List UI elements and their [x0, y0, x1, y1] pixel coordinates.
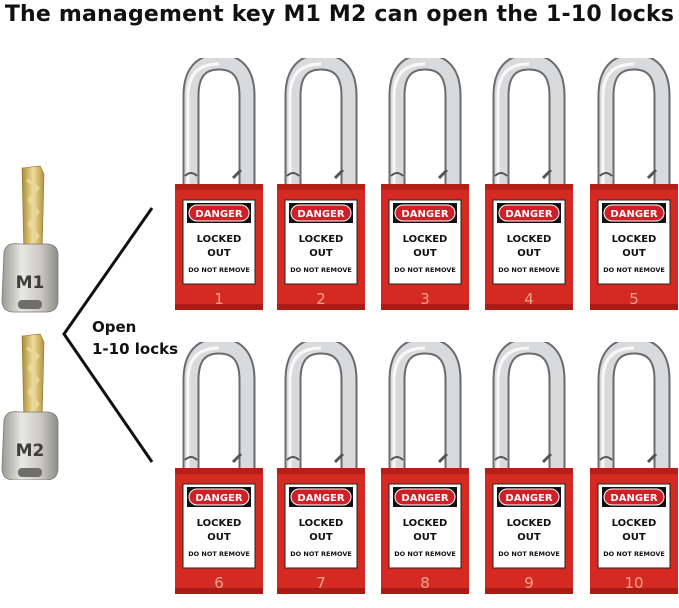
padlock-7: DANGER LOCKED OUT DO NOT REMOVE 7 [273, 342, 369, 598]
open-label-line1: Open [92, 318, 137, 336]
padlock-5: DANGER LOCKED OUT DO NOT REMOVE 5 [586, 58, 679, 314]
key-m2-label: M2 [16, 441, 45, 461]
page-title: The management key M1 M2 can open the 1-… [4, 2, 675, 27]
tag-line-do-not-remove: DO NOT REMOVE [188, 266, 250, 274]
tag-line-do-not-remove: DO NOT REMOVE [394, 266, 456, 274]
tag-line-do-not-remove: DO NOT REMOVE [498, 266, 560, 274]
key-m2 [1, 333, 59, 480]
keys-illustration: M1 M2 [1, 165, 154, 480]
danger-header: DANGER [195, 209, 242, 220]
tag-line-locked: LOCKED [299, 518, 344, 529]
padlock-3: DANGER LOCKED OUT DO NOT REMOVE 3 [377, 58, 473, 314]
tag-line-out: OUT [309, 248, 333, 259]
tag-line-do-not-remove: DO NOT REMOVE [603, 266, 665, 274]
tag-line-locked: LOCKED [197, 234, 242, 245]
tag-line-do-not-remove: DO NOT REMOVE [188, 550, 250, 558]
tag-line-do-not-remove: DO NOT REMOVE [603, 550, 665, 558]
tag-line-locked: LOCKED [299, 234, 344, 245]
tag-line-out: OUT [207, 248, 231, 259]
tag-line-out: OUT [622, 532, 646, 543]
padlock-6: DANGER LOCKED OUT DO NOT REMOVE 6 [171, 342, 267, 598]
lock-number: 5 [629, 290, 639, 308]
open-label-line2: 1-10 locks [92, 340, 179, 358]
lock-number: 8 [420, 574, 430, 592]
tag-line-locked: LOCKED [507, 234, 552, 245]
lock-number: 10 [624, 574, 643, 592]
danger-header: DANGER [297, 209, 344, 220]
tag-line-locked: LOCKED [403, 518, 448, 529]
key-m1-label: M1 [16, 273, 45, 293]
lock-number: 6 [214, 574, 224, 592]
lock-number: 2 [316, 290, 326, 308]
padlock-8: DANGER LOCKED OUT DO NOT REMOVE 8 [377, 342, 473, 598]
tag-line-locked: LOCKED [612, 234, 657, 245]
lock-number: 7 [316, 574, 326, 592]
danger-header: DANGER [195, 493, 242, 504]
key-m1 [1, 165, 59, 313]
danger-header: DANGER [610, 493, 657, 504]
tag-line-do-not-remove: DO NOT REMOVE [394, 550, 456, 558]
tag-line-do-not-remove: DO NOT REMOVE [290, 550, 352, 558]
danger-header: DANGER [505, 493, 552, 504]
lock-number: 3 [420, 290, 430, 308]
danger-header: DANGER [610, 209, 657, 220]
padlock-1: DANGER LOCKED OUT DO NOT REMOVE 1 [171, 58, 267, 314]
lock-number: 4 [524, 290, 534, 308]
tag-line-out: OUT [413, 248, 437, 259]
tag-line-locked: LOCKED [507, 518, 552, 529]
tag-line-locked: LOCKED [403, 234, 448, 245]
padlock-9: DANGER LOCKED OUT DO NOT REMOVE 9 [481, 342, 577, 598]
open-label: Open 1-10 locks [92, 316, 178, 360]
tag-line-locked: LOCKED [197, 518, 242, 529]
bracket-lines [62, 207, 154, 463]
tag-line-do-not-remove: DO NOT REMOVE [498, 550, 560, 558]
padlock-2: DANGER LOCKED OUT DO NOT REMOVE 2 [273, 58, 369, 314]
danger-header: DANGER [297, 493, 344, 504]
lock-number: 1 [214, 290, 224, 308]
tag-line-locked: LOCKED [612, 518, 657, 529]
danger-header: DANGER [505, 209, 552, 220]
danger-header: DANGER [401, 209, 448, 220]
tag-line-out: OUT [413, 532, 437, 543]
danger-header: DANGER [401, 493, 448, 504]
tag-line-out: OUT [622, 248, 646, 259]
tag-line-out: OUT [517, 248, 541, 259]
lock-number: 9 [524, 574, 534, 592]
padlock-10: DANGER LOCKED OUT DO NOT REMOVE 10 [586, 342, 679, 598]
tag-line-do-not-remove: DO NOT REMOVE [290, 266, 352, 274]
tag-line-out: OUT [517, 532, 541, 543]
tag-line-out: OUT [309, 532, 333, 543]
tag-line-out: OUT [207, 532, 231, 543]
padlock-4: DANGER LOCKED OUT DO NOT REMOVE 4 [481, 58, 577, 314]
